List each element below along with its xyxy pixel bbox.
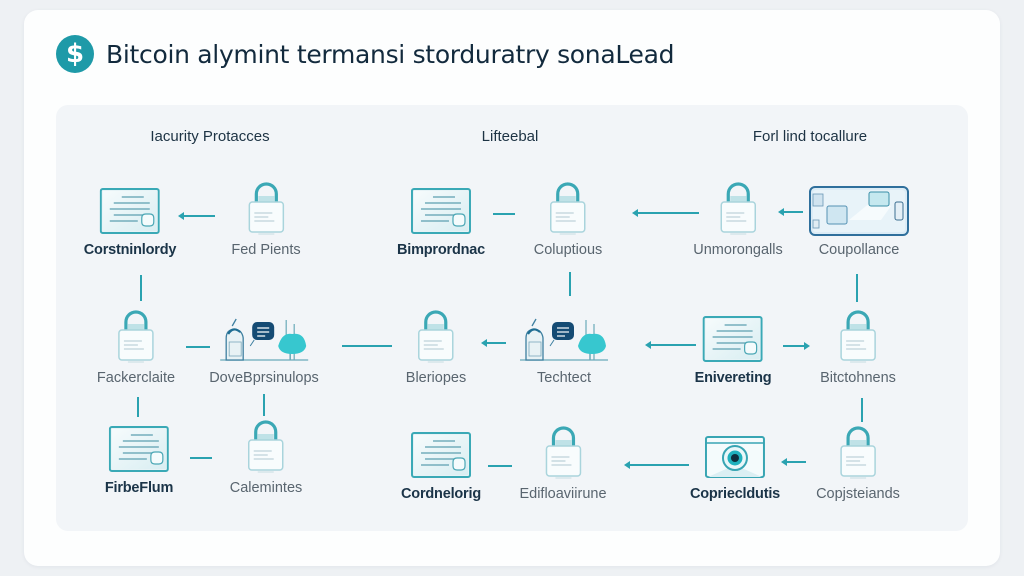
node-label: Fed Pients [231, 242, 301, 258]
node-techtect[interactable]: Techtect [516, 308, 612, 386]
lock-icon [838, 308, 878, 364]
document-icon [410, 180, 471, 236]
node-label: Corstninlordy [83, 242, 177, 258]
node-coupollance[interactable]: Coupollance [809, 180, 909, 258]
connector-vertical [569, 272, 571, 296]
node-label: FirbeFlum [104, 480, 174, 496]
lock-icon [116, 308, 156, 364]
page-title: Bitcoin alymint termansi storduratry son… [106, 39, 675, 69]
workstation-illustration-icon [216, 308, 312, 364]
node-label: Bitctohnens [820, 370, 896, 386]
document-icon [411, 424, 471, 480]
node-label: Bleriopes [405, 370, 467, 386]
node-unmorongalls[interactable]: Unmorongalls [693, 180, 783, 258]
header: $ Bitcoin alymint termansi storduratry s… [56, 34, 675, 74]
node-label: Cordnelorig [401, 486, 481, 502]
node-bleriopes[interactable]: Bleriopes [406, 308, 466, 386]
connector-line [493, 213, 515, 215]
connector-vertical [861, 398, 863, 422]
node-label: Unmorongalls [693, 242, 783, 258]
connector-line [342, 345, 392, 347]
node-fed-pients[interactable]: Fed Pients [231, 180, 301, 258]
node-label: DoveBprsinulops [209, 370, 319, 386]
node-label: Techtect [537, 370, 591, 386]
node-label: Coupollance [818, 242, 900, 258]
node-edifloaviirune[interactable]: Edifloaviirune [519, 424, 607, 502]
node-calemintes[interactable]: Calemintes [229, 418, 303, 496]
node-bimprordnac[interactable]: Bimprordnac [397, 180, 485, 258]
connector-vertical [856, 274, 858, 302]
workstation-illustration-icon [516, 308, 612, 364]
node-label: Enivereting [694, 370, 772, 386]
node-label: Fackerclaite [96, 370, 176, 386]
connector-vertical [140, 275, 142, 301]
connector-arrow-left [781, 458, 806, 466]
connector-arrow-left [178, 212, 215, 220]
node-dovebprsinulops[interactable]: DoveBprsinulops [209, 308, 319, 386]
connector-line [488, 465, 512, 467]
connector-arrow-left [481, 339, 506, 347]
document-icon [100, 180, 160, 236]
connector-vertical [263, 394, 265, 416]
node-bitctohnens[interactable]: Bitctohnens [820, 308, 896, 386]
node-coluptious[interactable]: Coluptious [533, 180, 603, 258]
node-copriecldutis[interactable]: Copriecldutis [690, 424, 780, 502]
section-heading-right: Forl lind tocallure [752, 128, 868, 145]
lock-icon [246, 180, 286, 236]
document-icon [702, 308, 763, 364]
connector-line [190, 457, 212, 459]
connector-arrow-left [624, 461, 689, 469]
node-fackerclaite[interactable]: Fackerclaite [97, 308, 175, 386]
lock-icon [543, 424, 583, 480]
connector-arrow-left [778, 208, 803, 216]
node-label: Calemintes [229, 480, 303, 496]
node-cordnelorig[interactable]: Cordnelorig [401, 424, 481, 502]
connector-vertical [137, 397, 139, 417]
section-heading-middle: Lifteebal [481, 128, 539, 145]
lock-icon [838, 424, 878, 480]
node-firbeflum[interactable]: FirbeFlum [105, 418, 173, 496]
lock-icon [246, 418, 286, 474]
document-icon [108, 418, 169, 474]
connector-arrow-right [783, 342, 810, 350]
node-enivereting[interactable]: Enivereting [695, 308, 772, 386]
dollar-icon: $ [56, 35, 94, 73]
connector-arrow-left [632, 209, 699, 217]
diagram-panel [56, 105, 968, 531]
section-heading-security: Iacurity Protacces [150, 128, 270, 145]
lock-icon [416, 308, 456, 364]
node-label: Copjsteiands [816, 486, 900, 502]
connector-line [186, 346, 210, 348]
lock-icon [718, 180, 758, 236]
connector-arrow-left [645, 341, 696, 349]
node-label: Edifloaviirune [519, 486, 607, 502]
lock-icon [548, 180, 588, 236]
dashboard-illustration-icon [809, 180, 909, 236]
node-label: Bimprordnac [396, 242, 486, 258]
node-label: Copriecldutis [689, 486, 781, 502]
camera-window-icon [705, 424, 765, 480]
node-label: Coluptious [533, 242, 603, 258]
node-copjsteiands[interactable]: Copjsteiands [816, 424, 900, 502]
node-corstninlordy[interactable]: Corstninlordy [84, 180, 176, 258]
